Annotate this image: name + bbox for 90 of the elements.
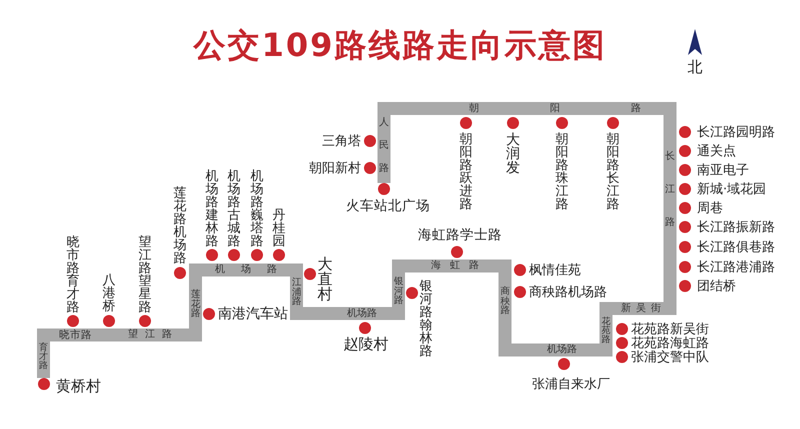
stop-name: 海虹路学士路 bbox=[418, 229, 502, 243]
road-name: 长江路 bbox=[665, 152, 675, 228]
stop-dot bbox=[514, 264, 526, 276]
road-name: 机场路 bbox=[347, 308, 377, 318]
stop-dot bbox=[507, 117, 519, 129]
road-name: 海虹路 bbox=[431, 261, 479, 271]
stop-dot bbox=[364, 162, 376, 174]
stop-name: 晓市路育才路 bbox=[66, 236, 80, 314]
road-name: 育才路 bbox=[39, 344, 48, 371]
stop-dot bbox=[228, 249, 240, 261]
road-name: 商秧路 bbox=[500, 287, 510, 316]
stop-dot bbox=[273, 249, 285, 261]
stop-name: 团结桥 bbox=[697, 280, 736, 292]
road-name: 机场路 bbox=[547, 345, 577, 355]
stop-name: 南亚电子 bbox=[697, 164, 749, 176]
stop-name: 大直村 bbox=[318, 257, 332, 302]
road-name: 花苑路 bbox=[602, 318, 610, 345]
stop-name: 三角塔 bbox=[322, 134, 361, 148]
stop-dot bbox=[556, 117, 568, 129]
stop-name: 大润发 bbox=[506, 133, 520, 175]
stop-dot bbox=[406, 287, 418, 299]
stop-name: 商秧路机场路 bbox=[529, 286, 607, 298]
stop-name: 朝阳路跃进路 bbox=[460, 133, 472, 211]
stop-dot bbox=[203, 308, 215, 320]
stop-name: 机场路建林路 bbox=[206, 170, 218, 248]
road-name: 江浦路 bbox=[292, 278, 302, 306]
stop-name: 通关点 bbox=[697, 144, 736, 158]
stop-name: 长江路港浦路 bbox=[697, 260, 775, 274]
stop-dot bbox=[304, 268, 316, 280]
stop-name: 枫情佳苑 bbox=[529, 264, 581, 276]
stop-name: 长江路振新路 bbox=[697, 220, 775, 234]
road-name: 望江路 bbox=[128, 330, 172, 340]
stop-name: 朝阳新村 bbox=[309, 162, 361, 174]
road-name: 朝阳路 bbox=[469, 104, 641, 114]
stop-dot bbox=[514, 286, 526, 298]
stop-dot bbox=[616, 323, 628, 335]
stop-dot bbox=[67, 315, 79, 327]
stop-name: 丹桂园 bbox=[272, 209, 286, 248]
title: 公交109路线路走向示意图 bbox=[194, 29, 606, 61]
stop-dot bbox=[679, 241, 691, 253]
stop-name: 黄桥村 bbox=[56, 378, 101, 394]
stop-dot bbox=[558, 358, 570, 370]
stop-name: 赵陵村 bbox=[344, 336, 388, 352]
stop-dot bbox=[616, 337, 628, 349]
stop-dot bbox=[607, 117, 619, 129]
road-name: 莲花路 bbox=[190, 290, 200, 318]
stop-name: 机场路巍塔路 bbox=[250, 170, 264, 248]
stop-dot bbox=[616, 351, 628, 363]
stop-dot bbox=[679, 261, 691, 273]
stop-dot bbox=[451, 246, 463, 258]
compass-label: 北 bbox=[688, 60, 702, 74]
stop-name: 周巷 bbox=[697, 202, 723, 214]
stop-name: 机场路古城路 bbox=[228, 170, 240, 248]
stop-dot bbox=[679, 183, 691, 195]
stop-name: 长江路俱巷路 bbox=[697, 240, 775, 254]
stop-dot bbox=[206, 249, 218, 261]
stop-dot bbox=[378, 183, 390, 195]
stop-dot bbox=[679, 280, 691, 292]
stop-dot bbox=[679, 145, 691, 157]
stop-name: 南港汽车站 bbox=[218, 307, 288, 321]
stop-name: 张浦交警中队 bbox=[631, 350, 709, 364]
stop-dot bbox=[251, 249, 263, 261]
road-name: 银河路 bbox=[394, 277, 404, 306]
stop-name: 张浦自来水厂 bbox=[532, 378, 610, 390]
stop-dot bbox=[38, 378, 50, 390]
stop-dot bbox=[679, 221, 691, 233]
road-name: 新吴街 bbox=[621, 304, 661, 314]
stop-name: 火车站北广场 bbox=[346, 200, 430, 214]
road-name: 机场路 bbox=[215, 265, 277, 275]
stop-dot bbox=[359, 322, 371, 334]
stop-name: 花苑路新吴街 bbox=[631, 322, 709, 336]
stop-name: 八港桥 bbox=[102, 274, 116, 313]
stop-name: 新城·域花园 bbox=[697, 182, 766, 196]
stop-name: 长江路园明路 bbox=[697, 126, 775, 138]
stop-name: 朝阳路珠江路 bbox=[556, 133, 568, 211]
stop-name: 银河路翰林路 bbox=[420, 280, 432, 358]
stop-dot bbox=[103, 315, 115, 327]
stop-dot bbox=[679, 202, 691, 214]
stop-name: 花苑路海虹路 bbox=[631, 336, 709, 350]
stop-dot bbox=[679, 164, 691, 176]
stop-dot bbox=[679, 126, 691, 138]
stop-dot bbox=[460, 117, 472, 129]
stop-name: 望江路望星路 bbox=[138, 236, 152, 314]
road-name: 晓市路 bbox=[59, 330, 92, 340]
stop-name: 莲花路机场路 bbox=[174, 187, 186, 265]
stop-dot bbox=[364, 135, 376, 147]
stop-dot bbox=[139, 315, 151, 327]
road-name: 人民路 bbox=[379, 118, 389, 174]
stop-name: 朝阳路长江路 bbox=[606, 133, 620, 211]
stop-dot bbox=[174, 267, 186, 279]
